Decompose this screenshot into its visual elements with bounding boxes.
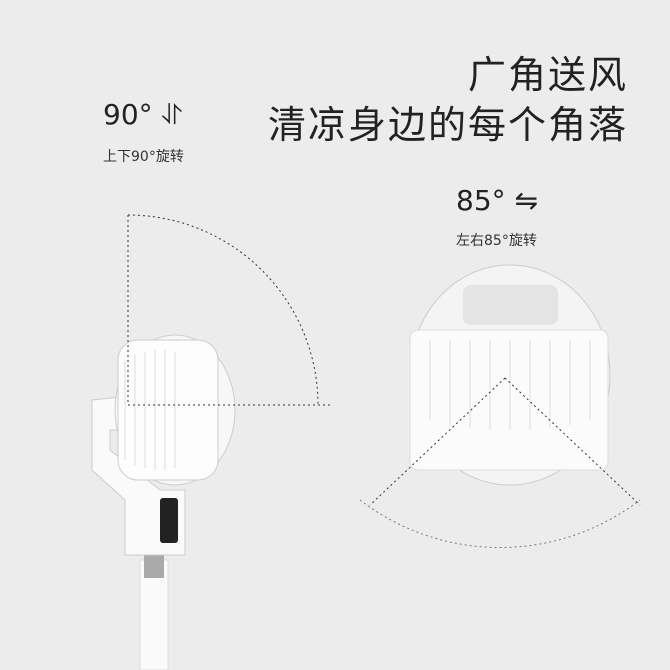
headline-line-1: 广角送风 xyxy=(467,53,628,97)
headline-line-2: 清凉身边的每个角落 xyxy=(267,103,628,147)
rotation-guides xyxy=(127,214,641,549)
vertical-angle-label: 90° ⥯ xyxy=(103,98,183,131)
control-panel xyxy=(160,498,178,543)
horizontal-angle-caption: 左右85°旋转 xyxy=(456,233,537,249)
horizontal-angle-label: 85° ⇋ xyxy=(456,184,538,217)
fan-pole xyxy=(139,559,169,670)
vertical-angle-caption: 上下90°旋转 xyxy=(103,149,184,165)
